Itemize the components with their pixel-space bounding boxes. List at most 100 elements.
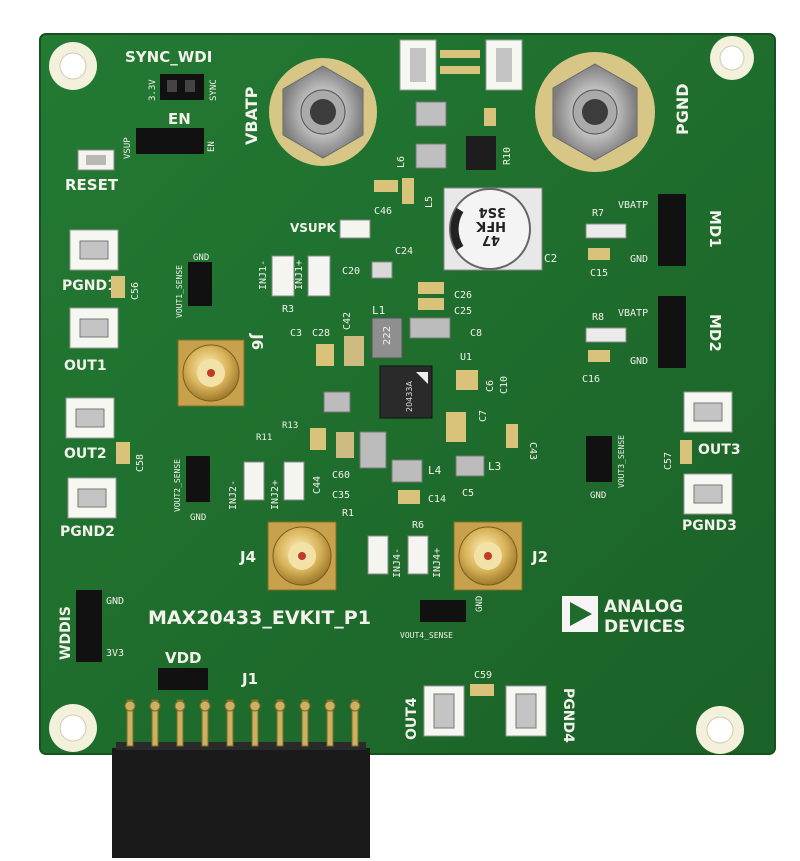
mounting-hole-icon [696, 706, 744, 754]
vout3-sense-header [586, 436, 612, 482]
j1-label: J1 [241, 670, 258, 688]
inj1-plus-label: INJ1+ [294, 260, 305, 290]
sync-wdi-title: SYNC_WDI [125, 48, 212, 66]
inj2-plus-label: INJ2+ [270, 480, 281, 510]
u1-label: U1 [460, 352, 472, 363]
c28-label: C28 [312, 328, 330, 339]
inj1-minus-label: INJ1- [258, 260, 269, 290]
l3-label: L3 [488, 460, 501, 473]
vbatp-terminal-post [269, 58, 377, 166]
r7-label: R7 [592, 208, 604, 219]
ic-marking: 20433A [405, 381, 414, 412]
c5-label: C5 [462, 488, 474, 499]
c20-label: C20 [342, 266, 360, 277]
out2-label: OUT2 [64, 446, 107, 462]
pgnd4-label: PGND4 [560, 688, 576, 743]
inductor-marking: 222 [382, 326, 393, 345]
inj4-plus-label: INJ4+ [432, 548, 443, 578]
c24-label: C24 [395, 246, 413, 257]
r1-label: R1 [342, 508, 354, 519]
j6-label: J6 [248, 333, 266, 350]
vout4-sense-pin-label: GND [475, 596, 485, 612]
en-left-label: VSUP [123, 137, 133, 159]
sync-wdi-left-label: 3.3V [148, 79, 158, 101]
c25-label: C25 [454, 306, 472, 317]
l6-label: L6 [396, 156, 407, 168]
c7-label: C7 [478, 410, 489, 422]
md1-jumper-header [658, 194, 686, 266]
out3-testpoint [683, 391, 733, 433]
c35-label: C35 [332, 490, 350, 501]
inj2-minus-label: INJ2- [228, 480, 239, 510]
c43-label: C43 [527, 442, 538, 460]
pgnd-terminal-post [535, 52, 655, 172]
md1-bottom-label: GND [630, 254, 648, 265]
out4-label: OUT4 [404, 697, 420, 740]
pgnd4-testpoint [505, 685, 547, 737]
mounting-hole-icon [49, 704, 97, 752]
cap-marking-value: 47 [482, 232, 500, 247]
pgnd2-label: PGND2 [60, 524, 115, 540]
md2-top-label: VBATP [618, 308, 648, 319]
c2-electrolytic-capacitor [443, 187, 543, 271]
r3-label: R3 [282, 304, 294, 315]
out2-testpoint [65, 397, 115, 439]
r13-label: R13 [282, 421, 298, 431]
l1-label: L1 [372, 304, 385, 317]
c2-label: C2 [544, 252, 557, 265]
c44-label: C44 [312, 476, 323, 494]
reset-label: RESET [65, 176, 119, 194]
analog-devices-logo-icon [562, 596, 598, 632]
mounting-hole-icon [710, 36, 754, 80]
vout3-sense-pin-label: GND [590, 491, 606, 501]
vout3-sense-title: VOUT3_SENSE [617, 435, 626, 488]
sync-wdi-right-label: SYNC [209, 79, 219, 101]
j1-pin-header [112, 742, 370, 858]
out1-testpoint [69, 307, 119, 349]
l1-inductor [371, 317, 403, 359]
pgnd3-label: PGND3 [682, 518, 737, 534]
c26-label: C26 [454, 290, 472, 301]
pgnd3-testpoint [683, 473, 733, 515]
vout1-sense-title: VOUT1_SENSE [175, 265, 184, 318]
inj4-minus-label: INJ4- [392, 548, 403, 578]
pgnd1-testpoint [69, 229, 119, 271]
c58-label: C58 [135, 454, 146, 472]
r6-label: R6 [412, 520, 424, 531]
r11-label: R11 [256, 433, 272, 443]
board-name-label: MAX20433_EVKIT_P1 [148, 607, 371, 629]
vout2-sense-pin-label: GND [190, 513, 206, 523]
c6-label: C6 [485, 380, 496, 392]
c16-label: C16 [582, 374, 600, 385]
j4-label: J4 [239, 548, 256, 566]
wddis-title: WDDIS [58, 606, 74, 660]
u1-ic [379, 365, 433, 419]
vout2-sense-title: VOUT2_SENSE [173, 459, 182, 512]
en-title: EN [168, 110, 191, 128]
c56-label: C56 [130, 282, 141, 300]
md2-title: MD2 [706, 314, 724, 352]
r10-label: R10 [502, 147, 513, 165]
j2-label: J2 [531, 548, 548, 566]
md2-bottom-label: GND [630, 356, 648, 367]
vout4-sense-title: VOUT4_SENSE [400, 631, 453, 640]
c10-label: C10 [499, 376, 510, 394]
pgnd1-label: PGND1 [62, 278, 117, 294]
c57-label: C57 [663, 452, 674, 470]
c60-label: C60 [332, 470, 350, 481]
md2-jumper-header [658, 296, 686, 368]
l4-label: L4 [428, 464, 442, 477]
brand-line1: ANALOG [604, 597, 683, 617]
c15-label: C15 [590, 268, 608, 279]
pgnd-terminal-label: PGND [673, 83, 692, 135]
pgnd2-testpoint [67, 477, 117, 519]
c14-label: C14 [428, 494, 446, 505]
wddis-top-label: GND [106, 596, 124, 607]
brand-line2: DEVICES [604, 617, 686, 637]
out1-label: OUT1 [64, 358, 107, 374]
vsupk-testpoint [339, 219, 371, 239]
en-right-label: EN [207, 141, 217, 152]
j2-sma-connector [453, 521, 523, 591]
l5-label: L5 [424, 196, 435, 208]
